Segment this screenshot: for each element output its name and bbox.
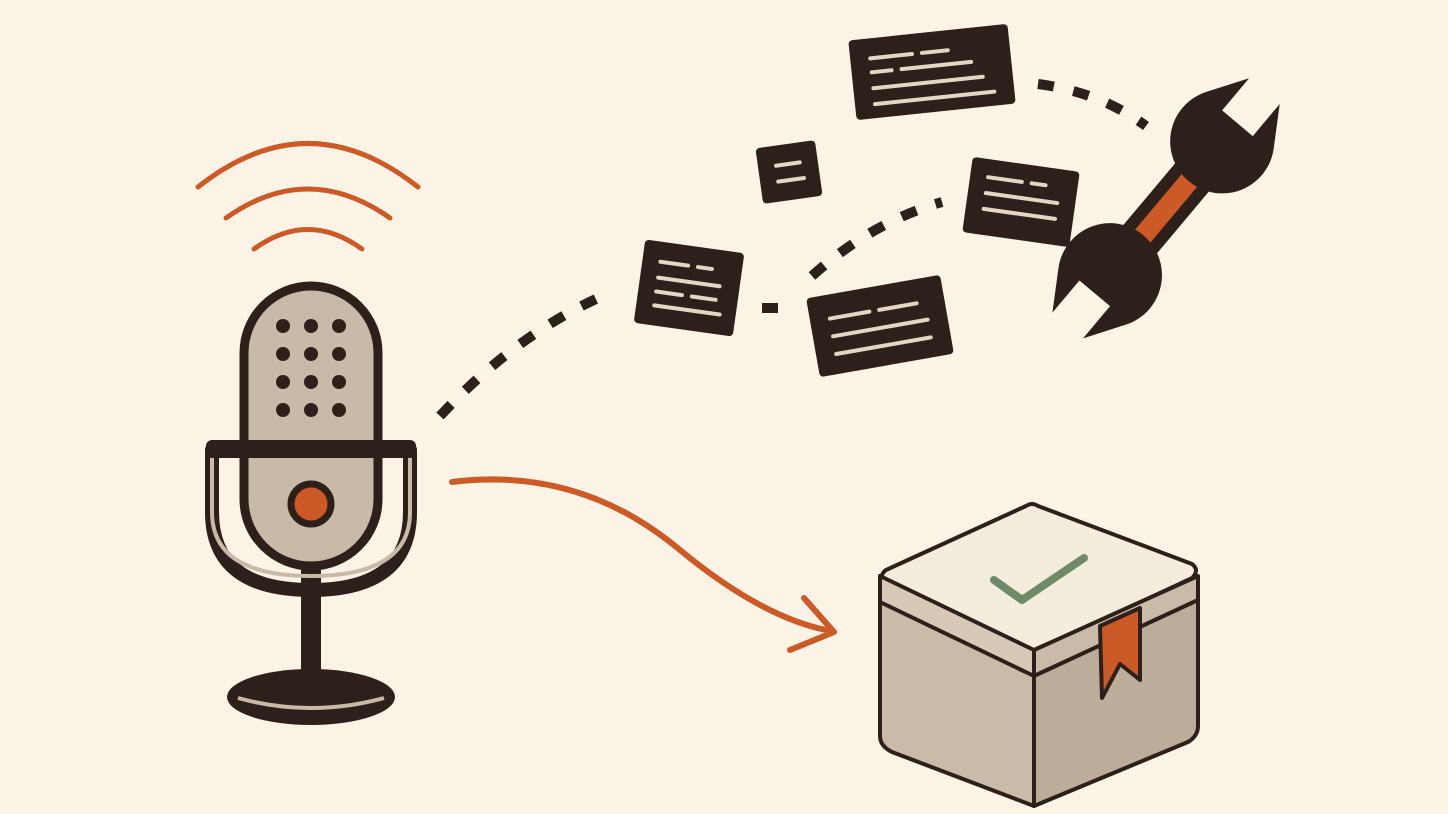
box-icon xyxy=(878,502,1200,808)
record-dot-icon xyxy=(287,480,335,528)
sound-waves-icon xyxy=(195,141,421,252)
microphone-grill xyxy=(276,319,346,417)
snippet-card-icon xyxy=(848,24,1016,120)
arrow-icon xyxy=(449,476,837,653)
snippet-card-icon xyxy=(634,239,744,337)
wrench-icon xyxy=(1052,78,1280,339)
dotted-path xyxy=(436,79,1149,420)
microphone-icon xyxy=(205,281,417,725)
snippet-card-icon xyxy=(962,157,1080,247)
snippet-card-icon xyxy=(755,140,823,204)
snippet-card-icon xyxy=(806,275,954,377)
checkmark-icon xyxy=(990,554,1088,604)
ribbon-icon xyxy=(1098,606,1142,700)
